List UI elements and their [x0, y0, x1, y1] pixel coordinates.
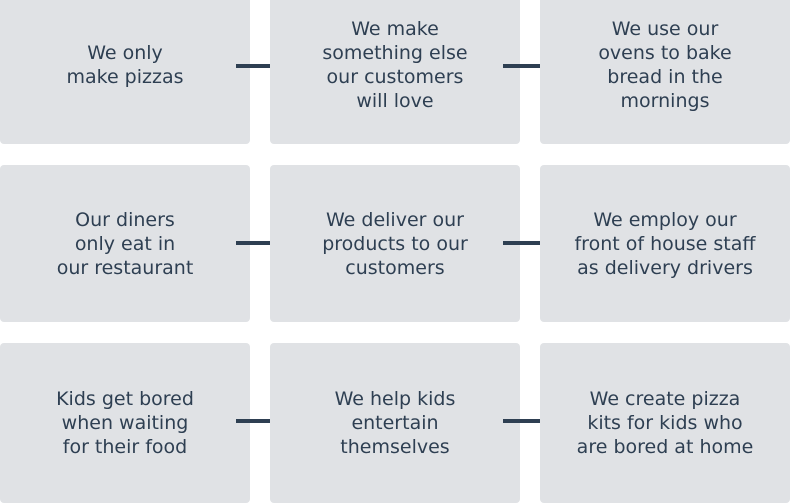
idea-text-3: We help kids entertain themselves	[334, 388, 456, 458]
solution-box-1: We use our ovens to bake bread in the mo…	[540, 0, 790, 144]
problem-text-2: Our diners only eat in our restaurant	[56, 208, 194, 279]
idea-box-1: We make something else our customers wil…	[270, 0, 520, 144]
solution-text-3: We create pizza kits for kids who are bo…	[576, 388, 754, 458]
problem-text-3: Kids get bored when waiting for their fo…	[56, 388, 194, 458]
problem-text-1: We only make pizzas	[66, 42, 184, 88]
idea-text-2: We deliver our products to our customers	[322, 208, 468, 279]
idea-text-1: We make something else our customers wil…	[322, 18, 468, 112]
idea-box-3: We help kids entertain themselves	[270, 343, 520, 503]
problem-box-2: Our diners only eat in our restaurant	[0, 165, 250, 322]
solution-text-2: We employ our front of house staff as de…	[574, 208, 756, 279]
solution-text-1: We use our ovens to bake bread in the mo…	[598, 18, 732, 112]
solution-box-3: We create pizza kits for kids who are bo…	[540, 343, 790, 503]
idea-box-2: We deliver our products to our customers	[270, 165, 520, 322]
problem-box-1: We only make pizzas	[0, 0, 250, 144]
problem-box-3: Kids get bored when waiting for their fo…	[0, 343, 250, 503]
solution-box-2: We employ our front of house staff as de…	[540, 165, 790, 322]
